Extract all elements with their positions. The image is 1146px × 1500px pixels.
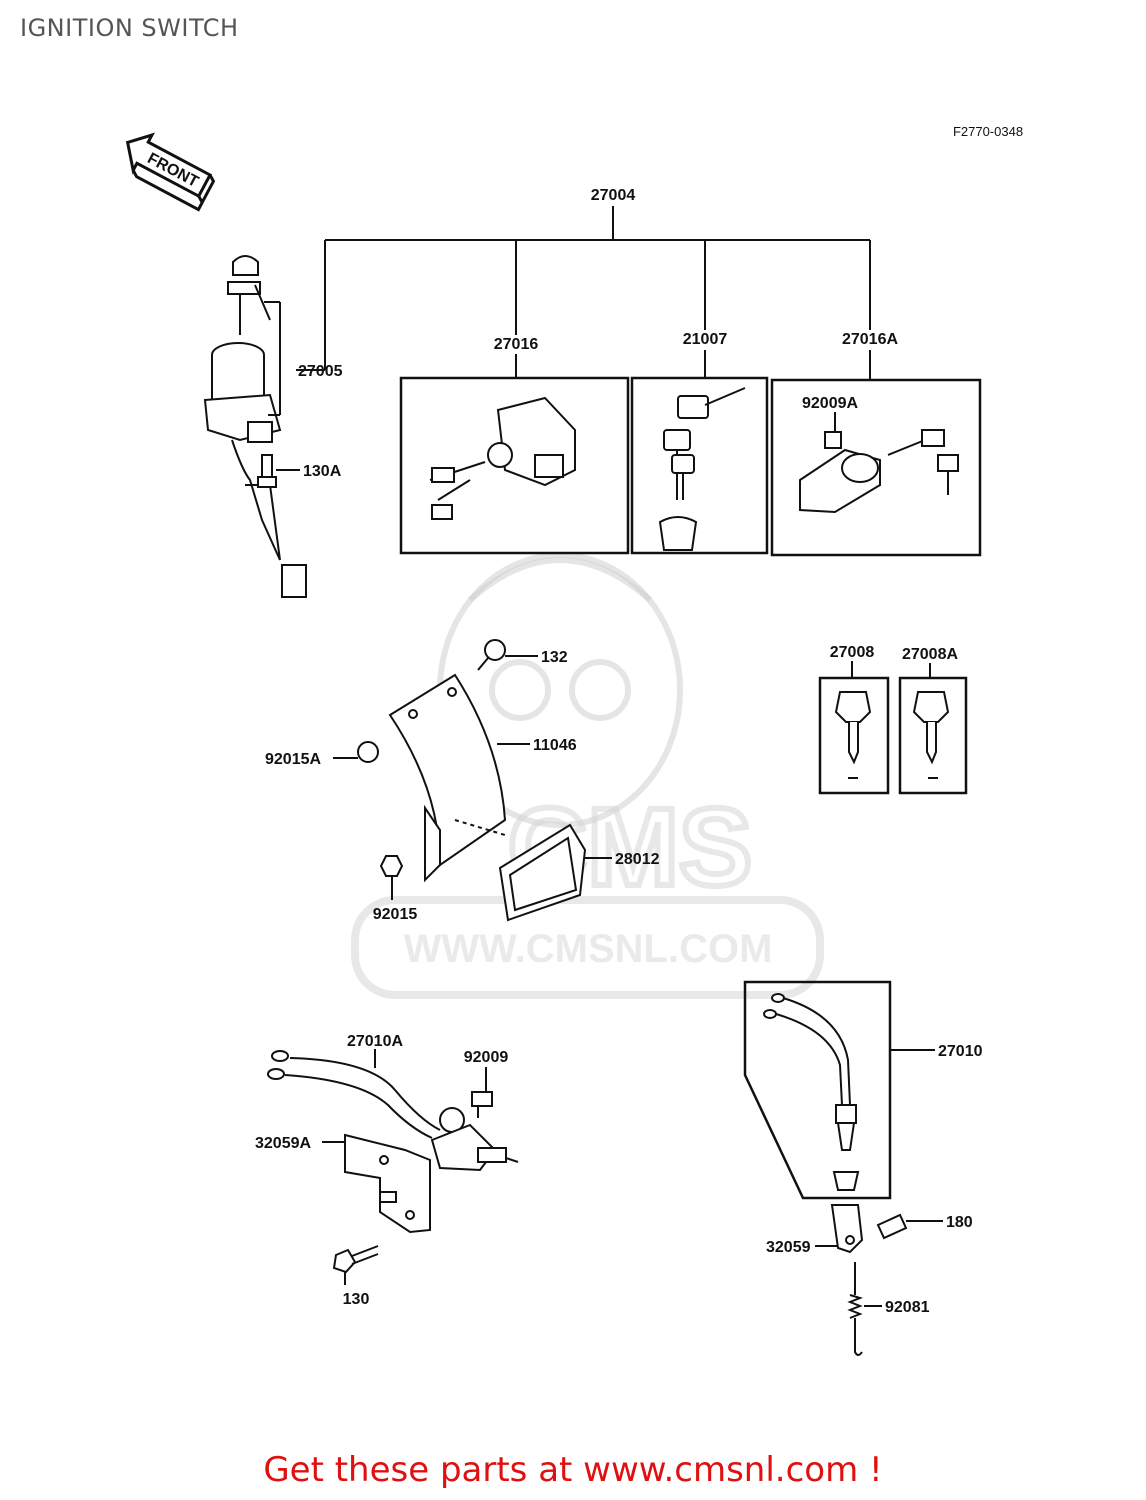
label-132: 132 — [541, 649, 568, 666]
front-arrow-icon: FRONT — [125, 132, 216, 212]
switch-harness-27010A — [267, 1050, 519, 1172]
box-27016 — [399, 376, 630, 555]
box-27008A — [898, 676, 968, 795]
label-27008: 27008 — [830, 644, 875, 661]
bracket-11046 — [388, 673, 507, 883]
reflector-28012 — [454, 819, 587, 922]
label-92081: 92081 — [885, 1299, 930, 1316]
label-32059: 32059 — [766, 1239, 811, 1256]
label-92009A: 92009A — [802, 395, 858, 412]
bolt-130A — [257, 454, 277, 488]
switch-27010 — [763, 993, 860, 1191]
lock-set-21007 — [658, 387, 746, 551]
box-27016A — [770, 378, 982, 557]
key-27008-icon — [834, 691, 872, 779]
box-27008 — [818, 676, 890, 795]
label-21007: 21007 — [683, 331, 728, 348]
box-27010 — [743, 980, 892, 1200]
label-92015A: 92015A — [265, 751, 321, 768]
label-28012: 28012 — [615, 851, 660, 868]
bolt-130 — [332, 1245, 379, 1274]
label-180: 180 — [946, 1214, 973, 1231]
nut-92015 — [379, 855, 404, 877]
page-title: IGNITION SWITCH — [20, 14, 239, 42]
ignition-switch-27005 — [203, 255, 307, 598]
label-27004: 27004 — [591, 187, 636, 204]
assembly-27004-tree — [296, 206, 871, 380]
box-21007 — [630, 376, 769, 555]
footer-cta[interactable]: Get these parts at www.cmsnl.com ! — [263, 1450, 883, 1490]
bolt-132 — [477, 639, 506, 671]
key-27008A-icon — [912, 691, 950, 779]
screw-180 — [876, 1213, 908, 1240]
label-11046: 11046 — [533, 737, 577, 754]
bracket-32059 — [830, 1204, 864, 1254]
label-27008A: 27008A — [902, 646, 958, 663]
label-32059A: 32059A — [255, 1135, 311, 1152]
watermark-url-text: WWW.CMSNL.COM — [404, 927, 773, 971]
label-27016: 27016 — [494, 336, 539, 353]
label-27016A: 27016A — [842, 331, 898, 348]
label-27010: 27010 — [938, 1043, 983, 1060]
label-27010A: 27010A — [347, 1033, 403, 1050]
label-92009: 92009 — [464, 1049, 509, 1066]
ignition-lock-27016 — [429, 396, 576, 520]
watermark-banner — [351, 896, 824, 999]
screw-92009 — [471, 1091, 493, 1118]
ignition-lock-27016A — [799, 429, 959, 514]
ref-code: F2770-0348 — [953, 124, 1023, 139]
spring-92081 — [847, 1262, 864, 1356]
label-92015: 92015 — [373, 906, 418, 923]
nut-92015A — [357, 741, 379, 763]
label-27005: 27005 — [298, 363, 343, 380]
label-130: 130 — [343, 1291, 370, 1308]
label-130A: 130A — [303, 463, 342, 480]
bracket-32059A — [344, 1133, 431, 1234]
